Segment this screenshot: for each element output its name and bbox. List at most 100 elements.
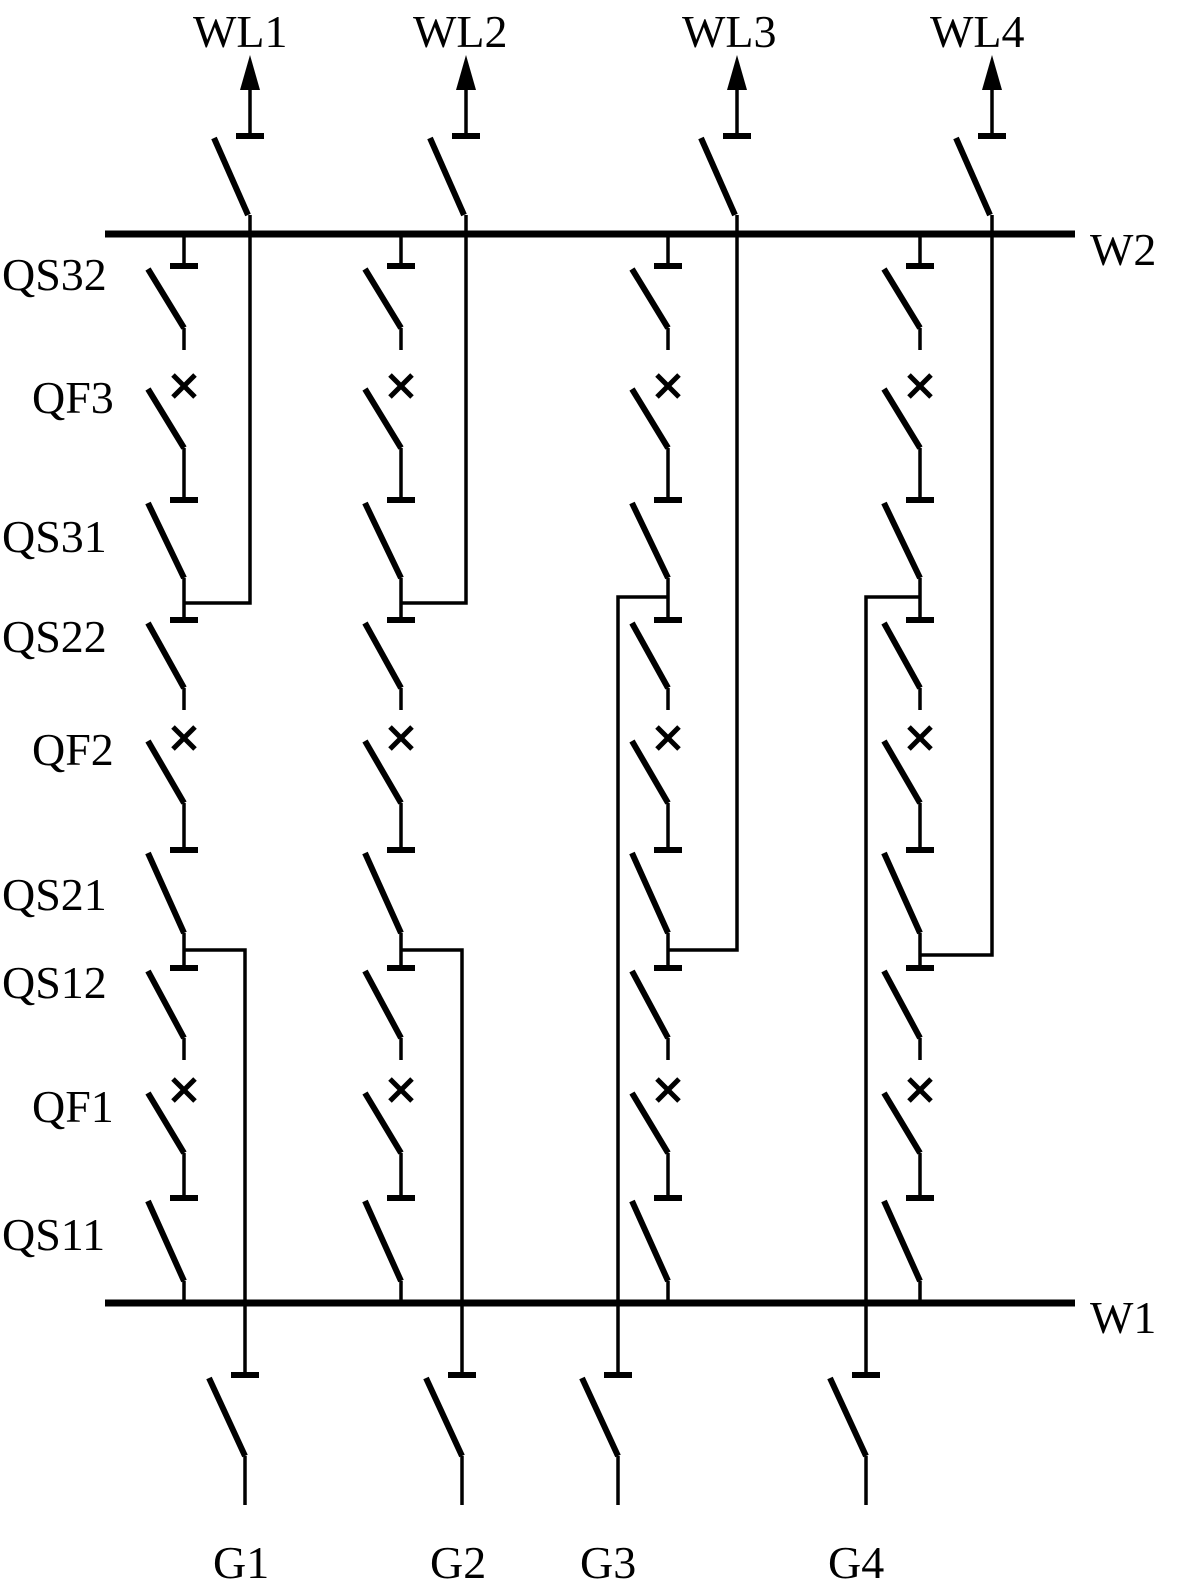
disconnector-qs22-3 bbox=[629, 617, 682, 710]
line-feeder-wl1 bbox=[211, 55, 264, 217]
switch-blade bbox=[881, 501, 923, 580]
breaker-qf3-1 bbox=[145, 373, 197, 470]
breaker-x-mark bbox=[388, 1077, 414, 1103]
arrow-up-icon bbox=[982, 55, 1002, 90]
wl4-connection bbox=[920, 215, 994, 957]
breaker-blade bbox=[881, 387, 923, 450]
breaker-blade bbox=[145, 387, 187, 450]
gen-feeder-g4 bbox=[827, 1372, 880, 1505]
disconnector-qs12-4 bbox=[881, 965, 934, 1060]
switch-blade bbox=[629, 267, 671, 330]
disconnector-qs12-1 bbox=[145, 965, 198, 1060]
breaker-x-mark bbox=[655, 373, 681, 399]
disconnector-qs22-2 bbox=[362, 617, 415, 710]
breaker-x-mark bbox=[171, 1077, 197, 1103]
breaker-qf1-2 bbox=[362, 1077, 414, 1175]
disconnector-qs31-4 bbox=[881, 497, 934, 600]
gen-label-g3: G3 bbox=[580, 1537, 636, 1588]
switch-blade bbox=[362, 267, 404, 330]
gen-label-g2: G2 bbox=[430, 1537, 486, 1588]
line-disconnector-blade bbox=[698, 136, 738, 217]
disconnector-qs21-2 bbox=[362, 847, 415, 955]
breaker-qf1-4 bbox=[881, 1077, 933, 1175]
gen-disconnector-blade bbox=[206, 1376, 248, 1458]
disconnector-qs12-3 bbox=[629, 965, 682, 1060]
bus-label-w1: W1 bbox=[1090, 1292, 1156, 1343]
disconnector-qs32-4 bbox=[881, 234, 934, 350]
disconnector-qs11-2 bbox=[362, 1195, 415, 1303]
breaker-blade bbox=[629, 739, 671, 805]
arrow-up-icon bbox=[456, 55, 476, 90]
breaker-blade bbox=[362, 739, 404, 805]
breaker-qf2-3 bbox=[629, 725, 681, 825]
row-label-qf3: QF3 bbox=[32, 372, 114, 423]
row-label-qs31: QS31 bbox=[2, 511, 107, 562]
line-disconnector-blade bbox=[953, 136, 993, 217]
disconnector-qs11-1 bbox=[145, 1195, 198, 1303]
g4-connection bbox=[864, 595, 920, 1375]
g3-connection bbox=[616, 595, 668, 1375]
switch-blade bbox=[881, 267, 923, 330]
line-label-wl4: WL4 bbox=[930, 6, 1025, 57]
breaker-blade bbox=[881, 739, 923, 805]
switch-blade bbox=[362, 621, 404, 690]
switch-blade bbox=[145, 851, 187, 935]
row-label-qs21: QS21 bbox=[2, 869, 107, 920]
line-label-wl3: WL3 bbox=[682, 6, 777, 57]
switch-blade bbox=[629, 501, 671, 580]
gen-label-g1: G1 bbox=[213, 1537, 269, 1588]
switch-blade bbox=[362, 969, 404, 1040]
disconnector-qs31-2 bbox=[362, 497, 415, 600]
disconnector-qs11-3 bbox=[629, 1195, 682, 1303]
wl2-connection bbox=[401, 215, 468, 605]
line-feeder-wl4 bbox=[953, 55, 1006, 217]
breaker-x-mark bbox=[907, 725, 933, 751]
switch-blade bbox=[145, 267, 187, 330]
breaker-blade bbox=[362, 387, 404, 450]
arrow-up-icon bbox=[240, 55, 260, 90]
switch-blade bbox=[881, 851, 923, 935]
arrow-up-icon bbox=[727, 55, 747, 90]
breaker-x-mark bbox=[655, 1077, 681, 1103]
breaker-blade bbox=[629, 1091, 671, 1155]
switch-blade bbox=[145, 1199, 187, 1283]
switch-blade bbox=[881, 969, 923, 1040]
disconnector-qs11-4 bbox=[881, 1195, 934, 1303]
breaker-x-mark bbox=[171, 373, 197, 399]
breaker-qf3-4 bbox=[881, 373, 933, 470]
breaker-qf2-2 bbox=[362, 725, 414, 825]
breaker-blade bbox=[881, 1091, 923, 1155]
switch-blade bbox=[145, 969, 187, 1040]
breaker-x-mark bbox=[388, 725, 414, 751]
breaker-x-mark bbox=[907, 373, 933, 399]
switch-blade bbox=[362, 501, 404, 580]
switch-blade bbox=[629, 851, 671, 935]
switch-blade bbox=[145, 621, 187, 690]
breaker-qf1-1 bbox=[145, 1077, 197, 1175]
g2-connection bbox=[401, 948, 464, 1375]
disconnector-qs12-2 bbox=[362, 965, 415, 1060]
line-disconnector-blade bbox=[427, 136, 467, 217]
switch-blade bbox=[881, 621, 923, 690]
switch-blade bbox=[881, 1199, 923, 1283]
breaker-qf3-2 bbox=[362, 373, 414, 470]
breaker-blade bbox=[145, 739, 187, 805]
breaker-qf2-1 bbox=[145, 725, 197, 825]
breaker-x-mark bbox=[907, 1077, 933, 1103]
switch-blade bbox=[362, 1199, 404, 1283]
gen-disconnector-blade bbox=[423, 1376, 465, 1458]
disconnector-qs22-1 bbox=[145, 617, 198, 710]
breaker-qf1-3 bbox=[629, 1077, 681, 1175]
disconnector-qs31-1 bbox=[145, 497, 198, 600]
gen-feeder-g2 bbox=[423, 1372, 476, 1505]
line-feeder-wl2 bbox=[427, 55, 480, 217]
gen-disconnector-blade bbox=[827, 1376, 869, 1458]
disconnector-qs32-2 bbox=[362, 234, 415, 350]
breaker-x-mark bbox=[171, 725, 197, 751]
gen-label-g4: G4 bbox=[828, 1537, 884, 1588]
wl1-connection bbox=[184, 215, 252, 605]
switch-blade bbox=[145, 501, 187, 580]
switch-blade bbox=[629, 621, 671, 690]
g1-connection bbox=[184, 948, 247, 1375]
